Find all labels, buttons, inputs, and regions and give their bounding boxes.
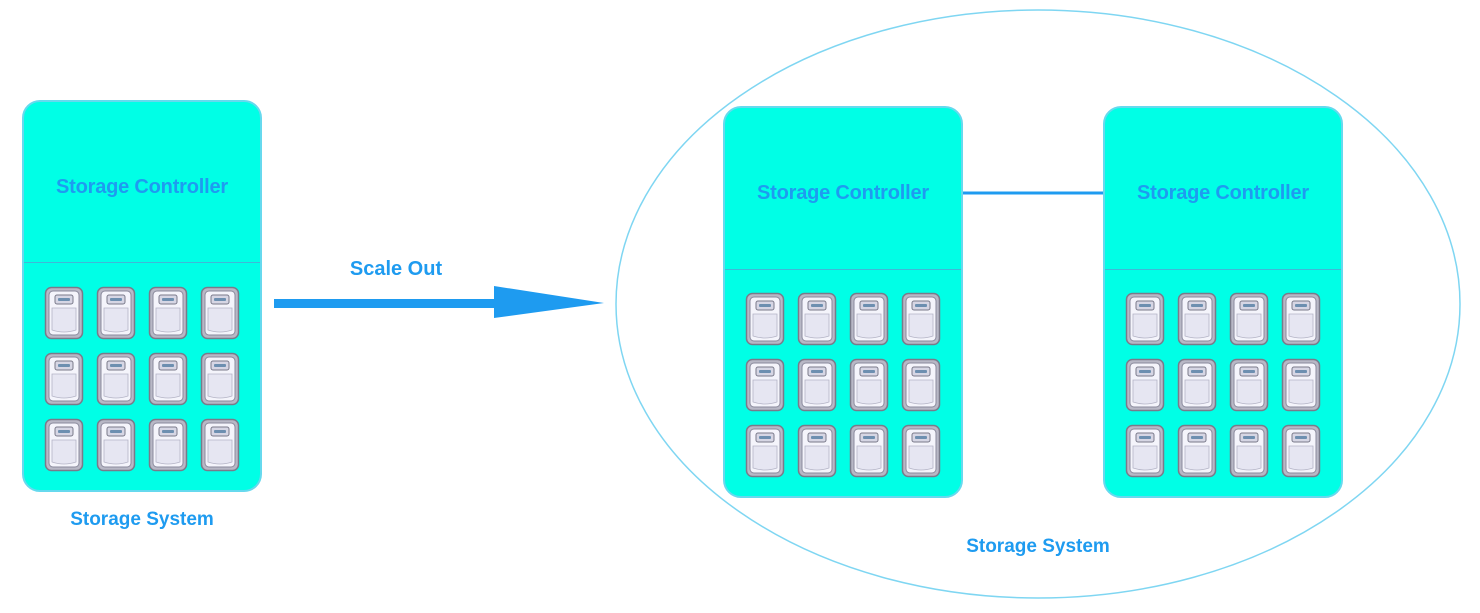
hard-drive-icon <box>1229 358 1269 412</box>
hard-drive-icon <box>849 424 889 478</box>
right-controller-1-label: Storage Controller <box>757 182 929 204</box>
right-1-disk-grid <box>739 292 947 478</box>
hard-drive-icon <box>1229 292 1269 346</box>
hard-drive-icon <box>745 424 785 478</box>
hard-drive-icon <box>1281 358 1321 412</box>
hard-drive-icon <box>96 352 136 406</box>
left-system-label: Storage System <box>70 509 214 530</box>
hard-drive-icon <box>200 352 240 406</box>
hard-drive-icon <box>148 286 188 340</box>
hard-drive-icon <box>1125 358 1165 412</box>
hard-drive-icon <box>1177 424 1217 478</box>
hard-drive-icon <box>1281 424 1321 478</box>
hard-drive-icon <box>44 286 84 340</box>
hard-drive-icon <box>901 358 941 412</box>
left-controller-label: Storage Controller <box>56 176 228 198</box>
right-system-label: Storage System <box>966 536 1110 557</box>
hard-drive-icon <box>96 418 136 472</box>
hard-drive-icon <box>1281 292 1321 346</box>
hard-drive-icon <box>1125 424 1165 478</box>
hard-drive-icon <box>148 352 188 406</box>
hard-drive-icon <box>745 358 785 412</box>
hard-drive-icon <box>44 352 84 406</box>
hard-drive-icon <box>849 358 889 412</box>
right-2-disk-grid <box>1119 292 1327 478</box>
right-arrow-icon <box>274 286 604 318</box>
right-storage-unit-2: Storage Controller <box>1103 106 1343 498</box>
hard-drive-icon <box>1125 292 1165 346</box>
right-storage-unit-1: Storage Controller <box>723 106 963 498</box>
storage-system-ellipse <box>615 9 1461 599</box>
hard-drive-icon <box>901 424 941 478</box>
controller-divider <box>1105 269 1341 270</box>
hard-drive-icon <box>745 292 785 346</box>
right-controller-2-label: Storage Controller <box>1137 182 1309 204</box>
controller-divider <box>24 262 260 263</box>
left-disk-grid <box>38 286 246 472</box>
scale-out-label: Scale Out <box>349 258 443 280</box>
hard-drive-icon <box>797 292 837 346</box>
hard-drive-icon <box>797 358 837 412</box>
hard-drive-icon <box>200 418 240 472</box>
hard-drive-icon <box>797 424 837 478</box>
controller-divider <box>725 269 961 270</box>
hard-drive-icon <box>148 418 188 472</box>
hard-drive-icon <box>849 292 889 346</box>
hard-drive-icon <box>1177 358 1217 412</box>
hard-drive-icon <box>200 286 240 340</box>
hard-drive-icon <box>901 292 941 346</box>
hard-drive-icon <box>1177 292 1217 346</box>
hard-drive-icon <box>1229 424 1269 478</box>
left-storage-unit: Storage Controller <box>22 100 262 492</box>
hard-drive-icon <box>44 418 84 472</box>
hard-drive-icon <box>96 286 136 340</box>
